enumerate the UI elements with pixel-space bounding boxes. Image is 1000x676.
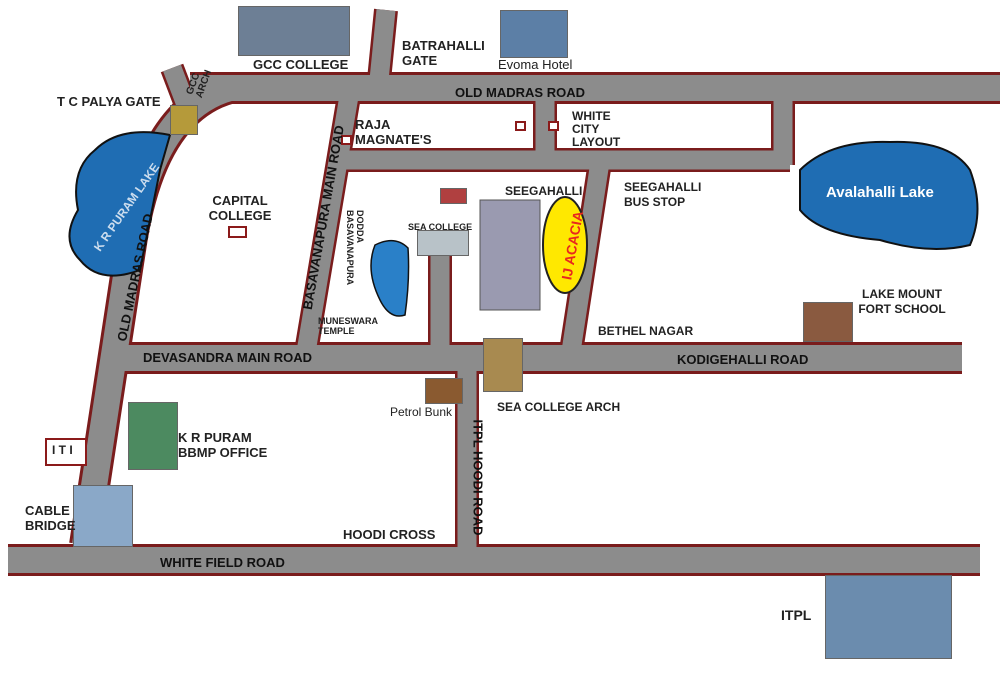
gcc-college-image bbox=[238, 6, 350, 56]
label-seegahalli: SEEGAHALLI bbox=[505, 184, 583, 198]
label-muneswara-temple: MUNESWARA TEMPLE bbox=[318, 316, 378, 336]
evoma-hotel-image bbox=[500, 10, 568, 58]
label-seegahalli-bus-stop: SEEGAHALLI BUS STOP bbox=[624, 180, 702, 209]
label-kodigehalli-road: KODIGEHALLI ROAD bbox=[677, 352, 809, 367]
petrol-bunk-image bbox=[425, 378, 463, 404]
label-white-city-layout: WHITE CITY LAYOUT bbox=[572, 109, 621, 149]
label-iti: I T I bbox=[52, 443, 73, 457]
white-city-marker-2 bbox=[548, 121, 559, 131]
small-lake bbox=[370, 239, 410, 317]
label-tc-palya-gate: T C PALYA GATE bbox=[57, 94, 161, 109]
label-gcc-college: GCC COLLEGE bbox=[253, 57, 349, 72]
label-petrol-bunk: Petrol Bunk bbox=[390, 405, 453, 419]
iti-box bbox=[45, 438, 87, 466]
avalahalli-lake bbox=[799, 140, 979, 250]
gcc-arch-image bbox=[170, 105, 198, 135]
label-batrahalli-gate: BATRAHALLI GATE bbox=[402, 38, 485, 68]
label-sea-college: SEA COLLEGE bbox=[408, 222, 473, 232]
project-highlight bbox=[542, 196, 588, 294]
label-white-field-road: WHITE FIELD ROAD bbox=[160, 555, 285, 570]
cable-bridge-image bbox=[73, 485, 133, 547]
label-avalahalli-lake: Avalahalli Lake bbox=[826, 184, 934, 201]
bbmp-office-image bbox=[128, 402, 178, 470]
label-itpl: ITPL bbox=[781, 607, 812, 623]
sea-arch-image bbox=[483, 338, 523, 392]
label-sea-college-arch: SEA COLLEGE ARCH bbox=[497, 400, 621, 414]
raja-marker bbox=[341, 135, 352, 145]
label-old-madras-road: OLD MADRAS ROAD bbox=[455, 85, 585, 100]
kr-puram-lake bbox=[68, 131, 172, 277]
lake-mount-image bbox=[803, 302, 853, 342]
label-cable-bridge: CABLE BRIDGE bbox=[25, 503, 76, 533]
label-dodda-basavanapura: DODDA BASAVANAPURA bbox=[345, 210, 365, 286]
sea-college-image bbox=[417, 230, 469, 256]
church-image bbox=[440, 188, 467, 204]
label-lake-mount-fort-school: LAKE MOUNT FORT SCHOOL bbox=[858, 287, 946, 316]
label-capital-college: CAPITAL COLLEGE bbox=[208, 193, 272, 223]
label-itpl-hoodi-road: ITPL HOODI ROAD bbox=[470, 419, 486, 536]
capital-college-marker bbox=[228, 226, 247, 238]
label-devasandra-road: DEVASANDRA MAIN ROAD bbox=[143, 350, 312, 365]
label-bethel-nagar: BETHEL NAGAR bbox=[598, 324, 694, 338]
label-evoma-hotel: Evoma Hotel bbox=[498, 57, 573, 72]
white-city-marker bbox=[515, 121, 526, 131]
itpl-image bbox=[825, 575, 952, 659]
label-hoodi-cross: HOODI CROSS bbox=[343, 527, 436, 542]
project-building-image bbox=[479, 199, 541, 311]
label-raja-magnates: RAJA MAGNATE'S bbox=[355, 117, 432, 147]
label-kr-puram-bbmp-office: K R PURAM BBMP OFFICE bbox=[178, 430, 268, 460]
